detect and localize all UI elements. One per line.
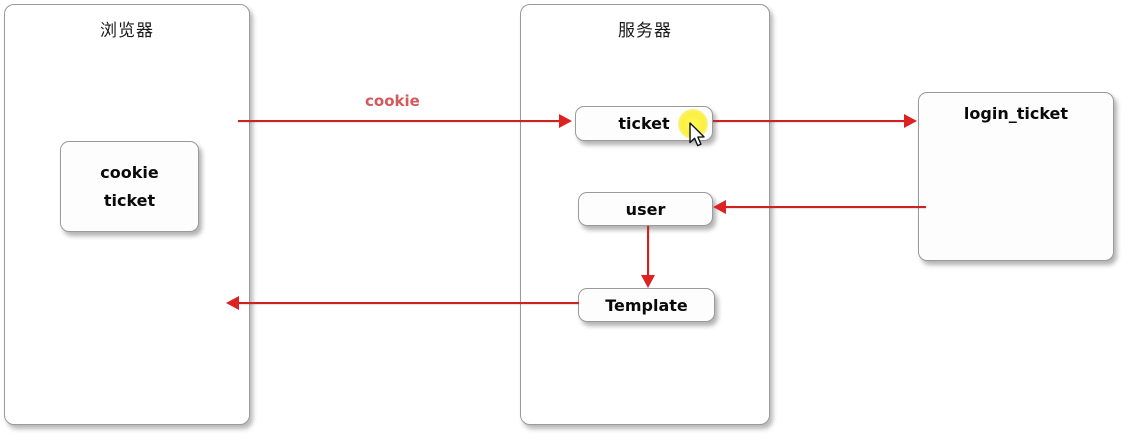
- mouse-pointer-icon: [689, 122, 707, 148]
- edge-login-ticket-to-user-arrowhead: [713, 200, 726, 214]
- server-title: 服务器: [618, 21, 672, 40]
- server-ticket-label: ticket: [618, 114, 670, 133]
- server-user-node[interactable]: user: [578, 192, 713, 226]
- edge-ticket-to-login-ticket-line: [713, 120, 905, 122]
- edge-label-cookie: cookie: [365, 92, 420, 110]
- server-template-node[interactable]: Template: [578, 288, 715, 322]
- edge-login-ticket-to-user-line: [726, 206, 926, 208]
- edge-user-to-template-arrowhead: [641, 275, 655, 288]
- browser-title: 浏览器: [100, 21, 154, 40]
- browser-cookie-store-line1: cookie: [100, 162, 159, 182]
- browser-cookie-store-line2: ticket: [103, 190, 156, 210]
- edge-template-to-browser-arrowhead: [226, 296, 239, 310]
- edge-ticket-to-login-ticket-arrowhead: [904, 114, 917, 128]
- edge-browser-to-ticket-arrowhead: [559, 114, 572, 128]
- server-user-label: user: [625, 199, 666, 219]
- login-ticket-label: login_ticket: [963, 104, 1069, 123]
- edge-template-to-browser-line: [239, 302, 579, 304]
- server-template-label: Template: [605, 295, 688, 315]
- browser-cookie-store[interactable]: cookie ticket: [60, 141, 199, 232]
- login-ticket-box[interactable]: login_ticket: [918, 92, 1114, 261]
- edge-browser-to-ticket-line: [238, 120, 560, 122]
- edge-user-to-template-line: [647, 226, 649, 276]
